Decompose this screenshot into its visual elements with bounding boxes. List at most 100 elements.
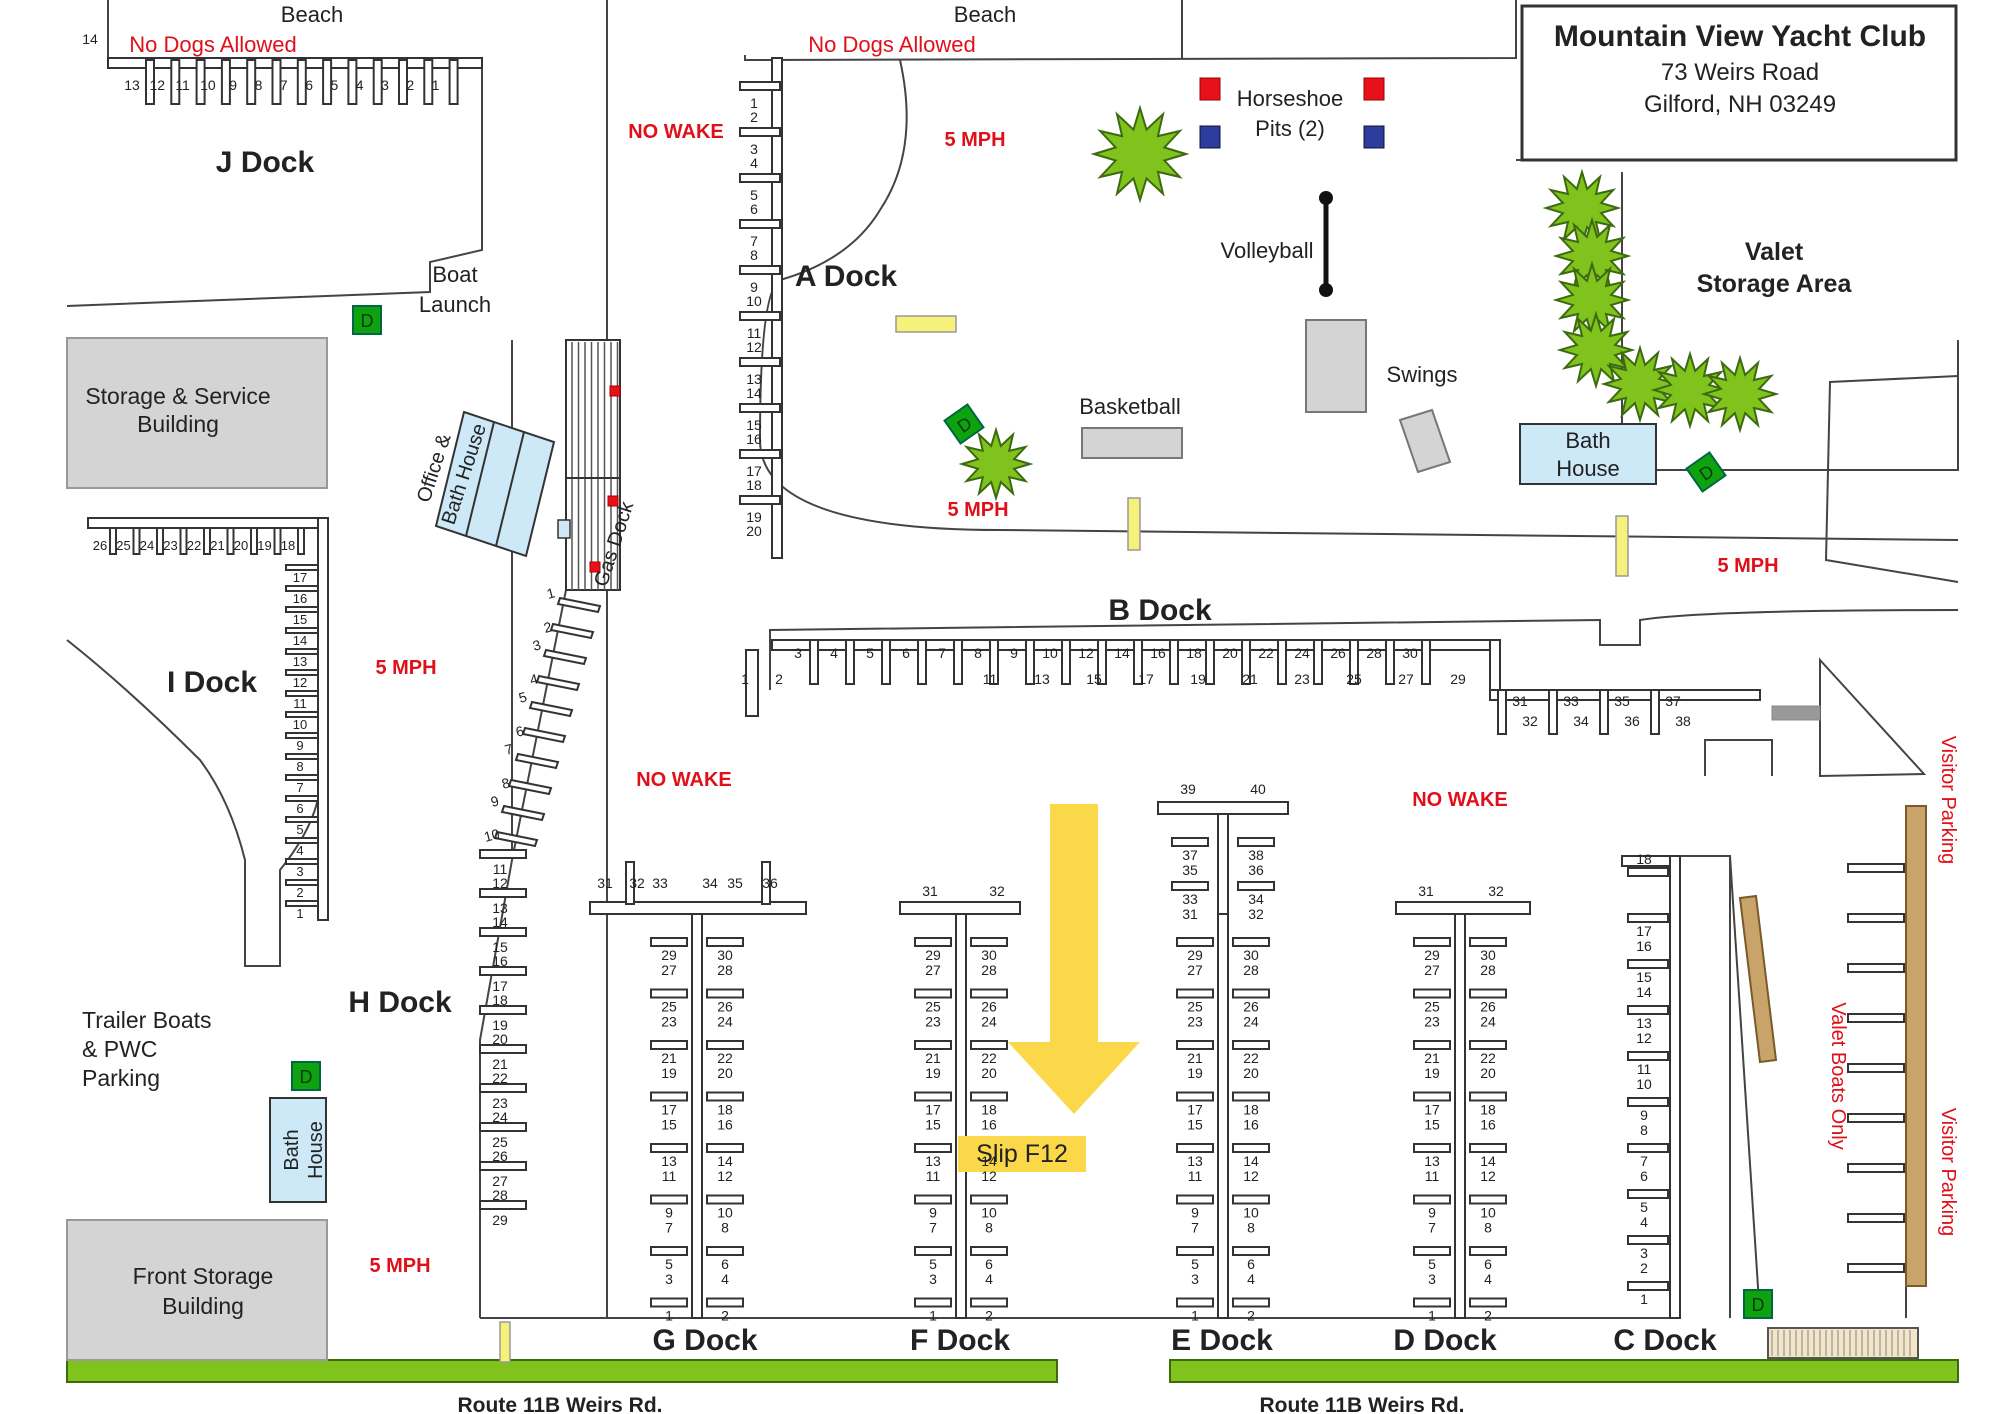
h-slip-finger — [479, 1122, 527, 1132]
j-slip-finger — [170, 59, 181, 105]
slip-finger — [650, 1194, 688, 1205]
e-slip-number: 34 — [1248, 891, 1264, 907]
h-slip-number: 24 — [492, 1109, 508, 1125]
slip-number: 19 — [1424, 1065, 1440, 1081]
slip-number: 23 — [1424, 1014, 1440, 1030]
i-dock-label: I Dock — [167, 666, 257, 699]
i-dock-walk — [317, 517, 329, 921]
a-slip-number: 17 — [746, 463, 762, 479]
h-slip-number: 18 — [492, 992, 508, 1008]
b-dock-end — [745, 649, 759, 717]
slip-finger — [1176, 1040, 1214, 1050]
i-slip-number: 26 — [93, 538, 107, 553]
slip-finger — [1413, 1194, 1451, 1205]
slip-number: 19 — [925, 1065, 941, 1081]
j-slip-finger — [195, 59, 206, 105]
j-slip-number: 14 — [82, 31, 98, 47]
j-slip-number: 2 — [406, 77, 414, 93]
b-slip-number: 29 — [1450, 671, 1466, 687]
b-slip-finger — [989, 639, 999, 685]
i-slip-number: 21 — [210, 538, 224, 553]
h-slip-finger — [479, 1005, 527, 1015]
slip-number: 1 — [1428, 1308, 1436, 1324]
b-slip-number: 9 — [1010, 645, 1018, 661]
front-storage-label: Building — [162, 1293, 244, 1319]
tree-icon — [1090, 104, 1190, 204]
visitor-slip-finger — [1847, 1213, 1905, 1223]
slip-number: 9 — [929, 1205, 937, 1221]
b-slip-finger — [1097, 639, 1107, 685]
h-slip-number: 19 — [492, 1017, 508, 1033]
a-slip-number: 10 — [746, 293, 762, 309]
slip-number: 27 — [925, 962, 941, 978]
b-slip-finger — [809, 639, 819, 685]
slip-number: 24 — [1480, 1014, 1496, 1030]
visitor-slip-finger — [1847, 1013, 1905, 1023]
slip-finger — [650, 1040, 688, 1050]
i-slip-number: 20 — [234, 538, 248, 553]
b-slip-finger — [1205, 639, 1215, 685]
visitor-slip-finger — [1847, 863, 1905, 873]
gate-marker — [1127, 497, 1141, 551]
no-wake-label: NO WAKE — [636, 769, 732, 791]
b-slip-finger — [1385, 639, 1395, 685]
h-slip-number: 23 — [492, 1095, 508, 1111]
i-slip-finger — [285, 732, 319, 739]
valet-area-edge — [1621, 172, 1959, 471]
b-slip-finger — [953, 639, 963, 685]
j-slip-number: 5 — [331, 77, 339, 93]
slip-finger — [1413, 1143, 1451, 1153]
b-slip-number: 19 — [1190, 671, 1206, 687]
j-slip-finger — [347, 59, 358, 105]
c-slip-number: 8 — [1640, 1122, 1648, 1138]
office-divider — [465, 421, 495, 537]
swings-structure — [1305, 319, 1367, 413]
slip-number: 28 — [717, 962, 733, 978]
g-slip-finger — [625, 861, 635, 905]
club-name: Mountain View Yacht Club — [1554, 20, 1926, 53]
no-dogs-label: No Dogs Allowed — [808, 32, 976, 57]
bath-house-label: House — [1556, 456, 1620, 481]
i-slip-finger — [132, 527, 141, 555]
slip-finger — [1469, 1143, 1507, 1153]
j-slip-finger — [220, 59, 231, 105]
grass-strip — [1169, 1359, 1959, 1383]
b-slip-number: 11 — [983, 671, 998, 687]
i-slip-finger — [109, 527, 117, 555]
i-slip-finger — [285, 816, 319, 823]
slip-number: 30 — [1243, 947, 1259, 963]
i-slip-finger — [285, 606, 319, 613]
slip-number: 25 — [925, 999, 941, 1015]
h-slip-finger — [514, 752, 560, 770]
b-slip-number: 1 — [741, 671, 749, 687]
b-slip-finger — [1241, 639, 1251, 685]
c-slip-finger — [1627, 1281, 1669, 1291]
slip-finger — [650, 937, 688, 947]
title-box — [1520, 4, 1958, 162]
c-slip-finger — [1627, 867, 1669, 877]
office-divider — [495, 431, 525, 547]
bath-house-east — [1519, 423, 1657, 485]
h-dock-label: H Dock — [348, 986, 452, 1019]
g-slip-number: 35 — [727, 875, 743, 891]
slip-number: 23 — [925, 1014, 941, 1030]
slip-finger — [706, 1091, 744, 1102]
slip-finger — [1469, 988, 1507, 999]
a-slip-number: 3 — [750, 141, 758, 157]
e-slip-number: 38 — [1248, 847, 1264, 863]
b-slip-number: 27 — [1398, 671, 1414, 687]
slip-finger — [1176, 937, 1214, 947]
basketball-court — [1081, 427, 1183, 459]
no-dogs-label: No Dogs Allowed — [129, 32, 297, 57]
h-slip-number: 21 — [492, 1056, 508, 1072]
swings-label: Swings — [1387, 362, 1458, 387]
visitor-slip-finger — [1847, 1163, 1905, 1173]
slip-finger — [1176, 1246, 1214, 1256]
h-slip-number: 2 — [542, 618, 554, 636]
f-dock-head — [899, 901, 1021, 915]
slip-finger — [650, 988, 688, 999]
slip-number: 23 — [661, 1014, 677, 1030]
slip-finger — [914, 1297, 952, 1308]
d-slip-number: 32 — [1488, 883, 1504, 899]
slip-number: 30 — [717, 947, 733, 963]
